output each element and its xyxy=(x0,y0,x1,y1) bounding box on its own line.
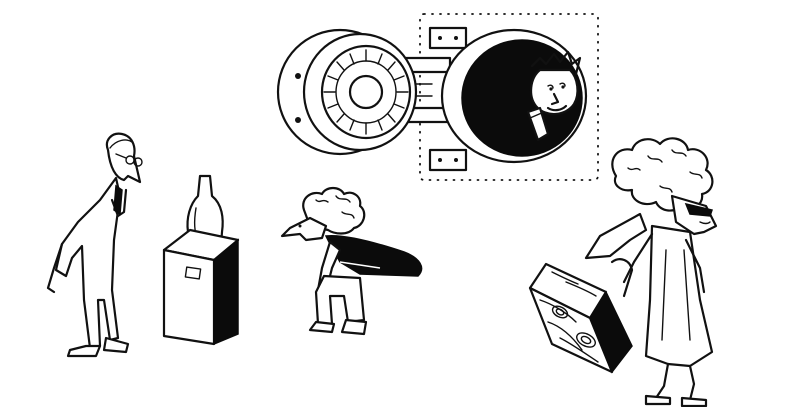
vault-dotted-frame xyxy=(419,13,599,181)
thief-in-vault xyxy=(526,50,582,142)
bottle-sculpture-on-plinth xyxy=(162,174,240,346)
woman-with-wooden-box xyxy=(528,137,718,407)
vault-door-icon xyxy=(276,28,418,156)
crouching-figure xyxy=(280,186,423,336)
vault-illustration xyxy=(276,13,599,181)
gallery-visitor xyxy=(46,132,143,358)
wooden-box-icon xyxy=(528,258,634,374)
